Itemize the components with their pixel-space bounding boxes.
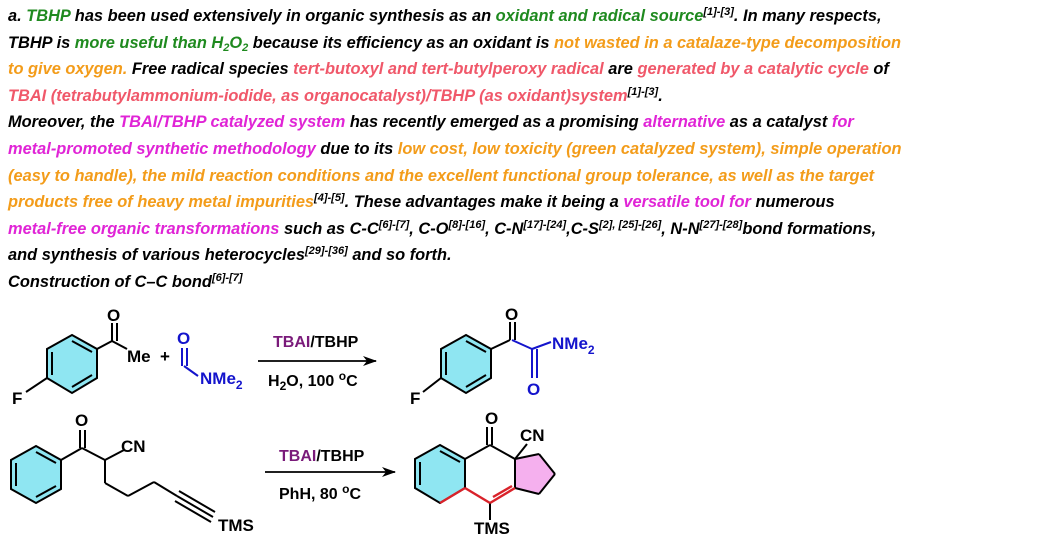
text-line-2: TBHP is more useful than H2O2 because it… — [8, 30, 1048, 57]
text-for: for — [831, 113, 854, 132]
atom-tms: TMS — [218, 516, 254, 535]
atom-o: O — [527, 380, 540, 399]
atom-o: O — [107, 306, 120, 325]
atom-nme2: NMe2 — [552, 334, 595, 357]
text-a: Free radical species — [127, 60, 294, 79]
text-line-7: (easy to handle), the mild reaction cond… — [8, 163, 1048, 190]
text-line-10: and synthesis of various heterocycles[29… — [8, 242, 1048, 269]
condition-reagents: TBAI/TBHP — [279, 448, 365, 465]
reactant-alkynyl-ketonitrile: O CN TMS — [10, 411, 254, 535]
atom-o: O — [75, 411, 88, 430]
ref: [6]-[7] — [378, 218, 410, 231]
ref: [29]-[36] — [304, 245, 348, 258]
ref: [6]-[7] — [211, 271, 243, 284]
product-tricyclic-ketonitrile: O CN TMS — [414, 409, 556, 538]
ref-4-5: [4]-[5] — [314, 192, 345, 205]
new-bonds-highlight — [439, 484, 516, 505]
text-c: as a catalyst — [725, 113, 832, 132]
subscript: 2 — [223, 41, 230, 54]
text-a: due to its — [315, 139, 398, 158]
aromatic-ring-fill — [11, 446, 61, 503]
text-b: numerous — [750, 193, 835, 212]
text-not-wasted: not wasted in a catalaze-type decomposit… — [554, 33, 902, 52]
ref: [27]-[28] — [699, 218, 743, 231]
text-c: of — [868, 60, 889, 79]
atom-o: O — [177, 329, 190, 348]
text-radicals: tert-butoxyl and tert-butylperoxy radica… — [293, 60, 604, 79]
text-metal-free: metal-free organic transformations — [8, 219, 280, 238]
reactant-fluoroacetophenone: O Me F — [12, 306, 151, 408]
ref-1-3: [1]-[3] — [627, 85, 659, 98]
text-d: ,C-S — [566, 219, 599, 238]
text-end: . — [658, 86, 663, 105]
text-versatile: versatile tool for — [623, 193, 751, 212]
text-easy: (easy to handle), the mild reaction cond… — [8, 166, 875, 185]
atom-cn: CN — [121, 437, 146, 456]
condition-solvent-temp: PhH, 80 oC — [279, 482, 361, 503]
atom-cn: CN — [520, 426, 545, 445]
text-b: are — [603, 60, 638, 79]
text-products: products free of heavy metal impurities — [8, 193, 315, 212]
text-a: . These advantages make it being a — [344, 193, 624, 212]
atom-o: O — [485, 409, 498, 428]
text-low-cost: low cost, low toxicity (green catalyzed … — [397, 139, 902, 158]
aromatic-ring-fill — [415, 445, 465, 503]
atom-nme2: NMe2 — [200, 369, 243, 392]
ref: [17]-[24] — [523, 218, 567, 231]
text-a: Moreover, the — [8, 113, 120, 132]
text-more: more useful than H — [74, 33, 224, 52]
reaction-arrow-2: TBAI/TBHP PhH, 80 oC — [265, 448, 396, 503]
cyclopentene-ring-fill — [515, 454, 555, 494]
atom-f: F — [410, 389, 420, 408]
text-generated: generated by a catalytic cycle — [637, 60, 869, 79]
text-metal: metal-promoted synthetic methodology — [8, 139, 316, 158]
ref-1-3: [1]-[3] — [703, 6, 734, 18]
plus-sign: + — [160, 347, 170, 366]
section-heading: Construction of C–C bond — [8, 272, 212, 291]
reactant-dmf: O NMe2 — [177, 329, 243, 392]
ref: [2], [25]-[26] — [598, 218, 662, 231]
atom-f: F — [12, 389, 22, 408]
text-a: such as C-C — [279, 219, 379, 238]
text-f: bond formations, — [742, 219, 877, 238]
text-line-11: Construction of C–C bond[6]-[7] — [8, 269, 1048, 296]
text-a: a. — [8, 7, 27, 25]
text-oxidant: oxidant and radical source — [495, 7, 704, 25]
text-line-6: metal-promoted synthetic methodology due… — [8, 136, 1048, 163]
product-ketoamide: O O NMe2 F — [410, 305, 595, 408]
text-system: TBAI/TBHP catalyzed system — [119, 113, 346, 132]
reaction-arrow-1: TBAI/TBHP H2O, 100 oC — [258, 334, 377, 393]
text-more-useful: more useful than H2O2 — [74, 33, 249, 54]
text-c: , C-N — [485, 219, 524, 238]
condition-reagents: TBAI/TBHP — [273, 334, 359, 351]
atom-o: O — [505, 305, 518, 324]
text-tbai: TBAI (tetrabutylammonium-iodide, as orga… — [8, 86, 628, 105]
text-line-5: Moreover, the TBAI/TBHP catalyzed system… — [8, 109, 1048, 136]
text-line-4: TBAI (tetrabutylammonium-iodide, as orga… — [8, 83, 1048, 110]
text-b: because its efficiency as an oxidant is — [248, 33, 555, 52]
atom-me: Me — [127, 347, 151, 366]
ref: [8]-[16] — [448, 218, 486, 231]
text-alternative: alternative — [643, 113, 726, 132]
text-a: and synthesis of various heterocycles — [8, 246, 305, 265]
text-line-1: a. TBHP has been used extensively in org… — [8, 3, 1048, 30]
text-to-give: to give oxygen. — [8, 60, 128, 79]
text-line-8: products free of heavy metal impurities[… — [8, 189, 1048, 216]
text-line-3: to give oxygen. Free radical species ter… — [8, 56, 1048, 83]
condition-solvent-temp: H2O, 100 oC — [268, 369, 358, 393]
text-o: O — [229, 33, 243, 52]
text-b: , C-O — [409, 219, 449, 238]
subscript: 2 — [242, 41, 249, 54]
text-b: has been used extensively in organic syn… — [70, 7, 496, 25]
text-e: , N-N — [661, 219, 700, 238]
text-line-9: metal-free organic transformations such … — [8, 216, 1048, 243]
text-a: TBHP is — [8, 33, 75, 52]
atom-tms: TMS — [474, 519, 510, 538]
text-b: and so forth. — [347, 246, 452, 265]
text-b: has recently emerged as a promising — [345, 113, 644, 132]
description-paragraph: a. TBHP has been used extensively in org… — [8, 3, 1048, 296]
text-c: . In many respects, — [733, 7, 882, 25]
text-tbhp: TBHP — [26, 7, 71, 25]
